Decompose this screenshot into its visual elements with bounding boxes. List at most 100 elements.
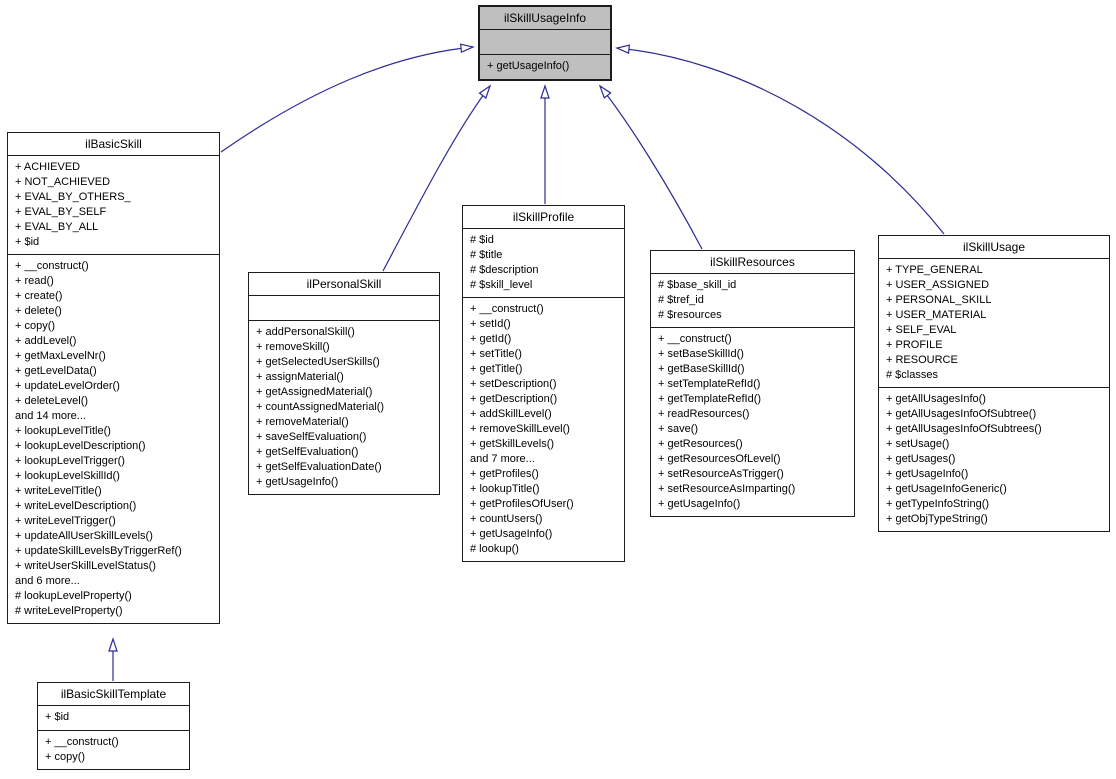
class-methods: + __construct() + read() + create() + delet… xyxy=(8,255,219,623)
member-row: # writeLevelProperty() xyxy=(15,605,123,617)
member-row: + getSelectedUserSkills() xyxy=(256,356,380,368)
edge-ilskillresources-to-ilskillusageinfo xyxy=(598,84,703,250)
class-methods: + __construct()+ setBaseSkillId()+ getBa… xyxy=(651,328,854,516)
member-row: + writeLevelTrigger() xyxy=(15,515,116,527)
member-row: + getUsageInfo() xyxy=(470,528,553,540)
class-attributes: + $id xyxy=(38,706,189,731)
member-row: + getAllUsagesInfo() xyxy=(886,393,986,405)
class-title[interactable]: ilBasicSkill xyxy=(8,133,219,156)
class-attributes: + TYPE_GENERAL+ USER_ASSIGNED+ PERSONAL_… xyxy=(879,259,1109,388)
member-row: + EVAL_BY_SELF xyxy=(15,206,107,218)
member-row: + addLevel() xyxy=(15,335,77,347)
class-attributes xyxy=(480,30,610,55)
member-row: + readResources() xyxy=(658,408,750,420)
member-row: + getAssignedMaterial() xyxy=(256,386,373,398)
member-row: # $tref_id xyxy=(658,294,704,306)
member-row: + updateSkillLevelsByTriggerRef() xyxy=(15,545,182,557)
class-attributes xyxy=(249,296,439,321)
member-row: + getLevelData() xyxy=(15,365,97,377)
class-box-ilskillprofile[interactable]: ilSkillProfile # $id# $title# $descripti… xyxy=(462,205,625,562)
member-row: + writeLevelTitle() xyxy=(15,485,102,497)
member-row: + writeUserSkillLevelStatus() xyxy=(15,560,156,572)
member-row: # $base_skill_id xyxy=(658,279,737,291)
member-row: # lookupLevelProperty() xyxy=(15,590,132,602)
member-row: + EVAL_BY_OTHERS_ xyxy=(15,191,131,203)
class-attributes: + ACHIEVED+ NOT_ACHIEVED+ EVAL_BY_OTHERS… xyxy=(8,156,219,255)
member-row: + addSkillLevel() xyxy=(470,408,552,420)
member-row: + getUsages() xyxy=(886,453,956,465)
class-box-ilskillusageinfo[interactable]: ilSkillUsageInfo + getUsageInfo() xyxy=(478,5,612,81)
class-box-ilskillusage[interactable]: ilSkillUsage + TYPE_GENERAL+ USER_ASSIGN… xyxy=(878,235,1110,532)
class-title[interactable]: ilPersonalSkill xyxy=(249,273,439,296)
member-row: + updateLevelOrder() xyxy=(15,380,120,392)
member-row: + __construct() xyxy=(45,736,119,748)
member-row: + lookupLevelTitle() xyxy=(15,425,111,437)
member-row: + addPersonalSkill() xyxy=(256,326,355,338)
member-row: + USER_MATERIAL xyxy=(886,309,987,321)
class-attributes: # $base_skill_id# $tref_id# $resources xyxy=(651,274,854,328)
member-row: + getSelfEvaluation() xyxy=(256,446,359,458)
class-title[interactable]: ilSkillUsage xyxy=(879,236,1109,259)
member-row: + getDescription() xyxy=(470,393,558,405)
class-title[interactable]: ilSkillProfile xyxy=(463,206,624,229)
member-row: + __construct() xyxy=(15,260,89,272)
class-box-ilbasicskilltemplate[interactable]: ilBasicSkillTemplate + $id + __construct… xyxy=(37,682,190,770)
member-row: + getMaxLevelNr() xyxy=(15,350,106,362)
edge-ilpersonalskill-to-ilskillusageinfo xyxy=(382,84,492,272)
member-row: + setTitle() xyxy=(470,348,522,360)
member-row: # $skill_level xyxy=(470,279,533,291)
member-row: + getTitle() xyxy=(470,363,523,375)
class-box-ilpersonalskill[interactable]: ilPersonalSkill + addPersonalSkill() + re… xyxy=(248,272,440,495)
class-title[interactable]: ilSkillResources xyxy=(651,251,854,274)
member-row: + getSelfEvaluationDate() xyxy=(256,461,382,473)
member-row: + saveSelfEvaluation() xyxy=(256,431,367,443)
member-row: + getUsageInfo() xyxy=(487,60,570,72)
member-row: + save() xyxy=(658,423,699,435)
member-row: + setResourceAsImparting() xyxy=(658,483,796,495)
member-row: + read() xyxy=(15,275,54,287)
member-row: + getProfilesOfUser() xyxy=(470,498,574,510)
member-row: + delete() xyxy=(15,305,62,317)
member-row: + lookupLevelDescription() xyxy=(15,440,146,452)
member-row: + lookupLevelSkillId() xyxy=(15,470,120,482)
member-row: + updateAllUserSkillLevels() xyxy=(15,530,153,542)
member-row: + PERSONAL_SKILL xyxy=(886,294,992,306)
member-row: + lookupTitle() xyxy=(470,483,540,495)
member-row: + getAllUsagesInfoOfSubtree() xyxy=(886,408,1037,420)
class-methods: + addPersonalSkill() + removeSkill() + get… xyxy=(249,321,439,494)
member-row: + countUsers() xyxy=(470,513,543,525)
member-row: + lookupLevelTrigger() xyxy=(15,455,125,467)
class-methods: + getAllUsagesInfo() + getAllUsagesInfoOf… xyxy=(879,388,1109,531)
edge-ilskillusage-to-ilskillusageinfo xyxy=(615,44,945,235)
member-row: + setId() xyxy=(470,318,511,330)
member-row: + setDescription() xyxy=(470,378,557,390)
member-row: + ACHIEVED xyxy=(15,161,81,173)
member-row: + removeMaterial() xyxy=(256,416,349,428)
member-row: + setResourceAsTrigger() xyxy=(658,468,784,480)
member-row: + assignMaterial() xyxy=(256,371,344,383)
member-row: + TYPE_GENERAL xyxy=(886,264,983,276)
class-title[interactable]: ilBasicSkillTemplate xyxy=(38,683,189,706)
member-row: + countAssignedMaterial() xyxy=(256,401,385,413)
member-row: + getSkillLevels() xyxy=(470,438,555,450)
member-row: + getUsageInfo() xyxy=(886,468,969,480)
class-box-ilskillresources[interactable]: ilSkillResources # $base_skill_id # $tref… xyxy=(650,250,855,517)
member-row: + getUsageInfoGeneric() xyxy=(886,483,1007,495)
member-row: + copy() xyxy=(15,320,56,332)
member-row: + removeSkill() xyxy=(256,341,330,353)
class-methods: + __construct()+ copy() xyxy=(38,731,189,769)
class-methods: + getUsageInfo() xyxy=(480,55,610,79)
member-row: + getUsageInfo() xyxy=(256,476,339,488)
member-row: + __construct() xyxy=(658,333,732,345)
class-title[interactable]: ilSkillUsageInfo xyxy=(480,7,610,30)
member-row: + create() xyxy=(15,290,63,302)
member-row: + getObjTypeString() xyxy=(886,513,988,525)
class-box-ilbasicskill[interactable]: ilBasicSkill + ACHIEVED+ NOT_ACHIEVED+ E… xyxy=(7,132,220,624)
member-row: + getResources() xyxy=(658,438,743,450)
member-row: # $description xyxy=(470,264,539,276)
member-row: + deleteLevel() xyxy=(15,395,89,407)
member-row: + SELF_EVAL xyxy=(886,324,957,336)
member-row: + getAllUsagesInfoOfSubtrees() xyxy=(886,423,1042,435)
member-row: + setUsage() xyxy=(886,438,950,450)
